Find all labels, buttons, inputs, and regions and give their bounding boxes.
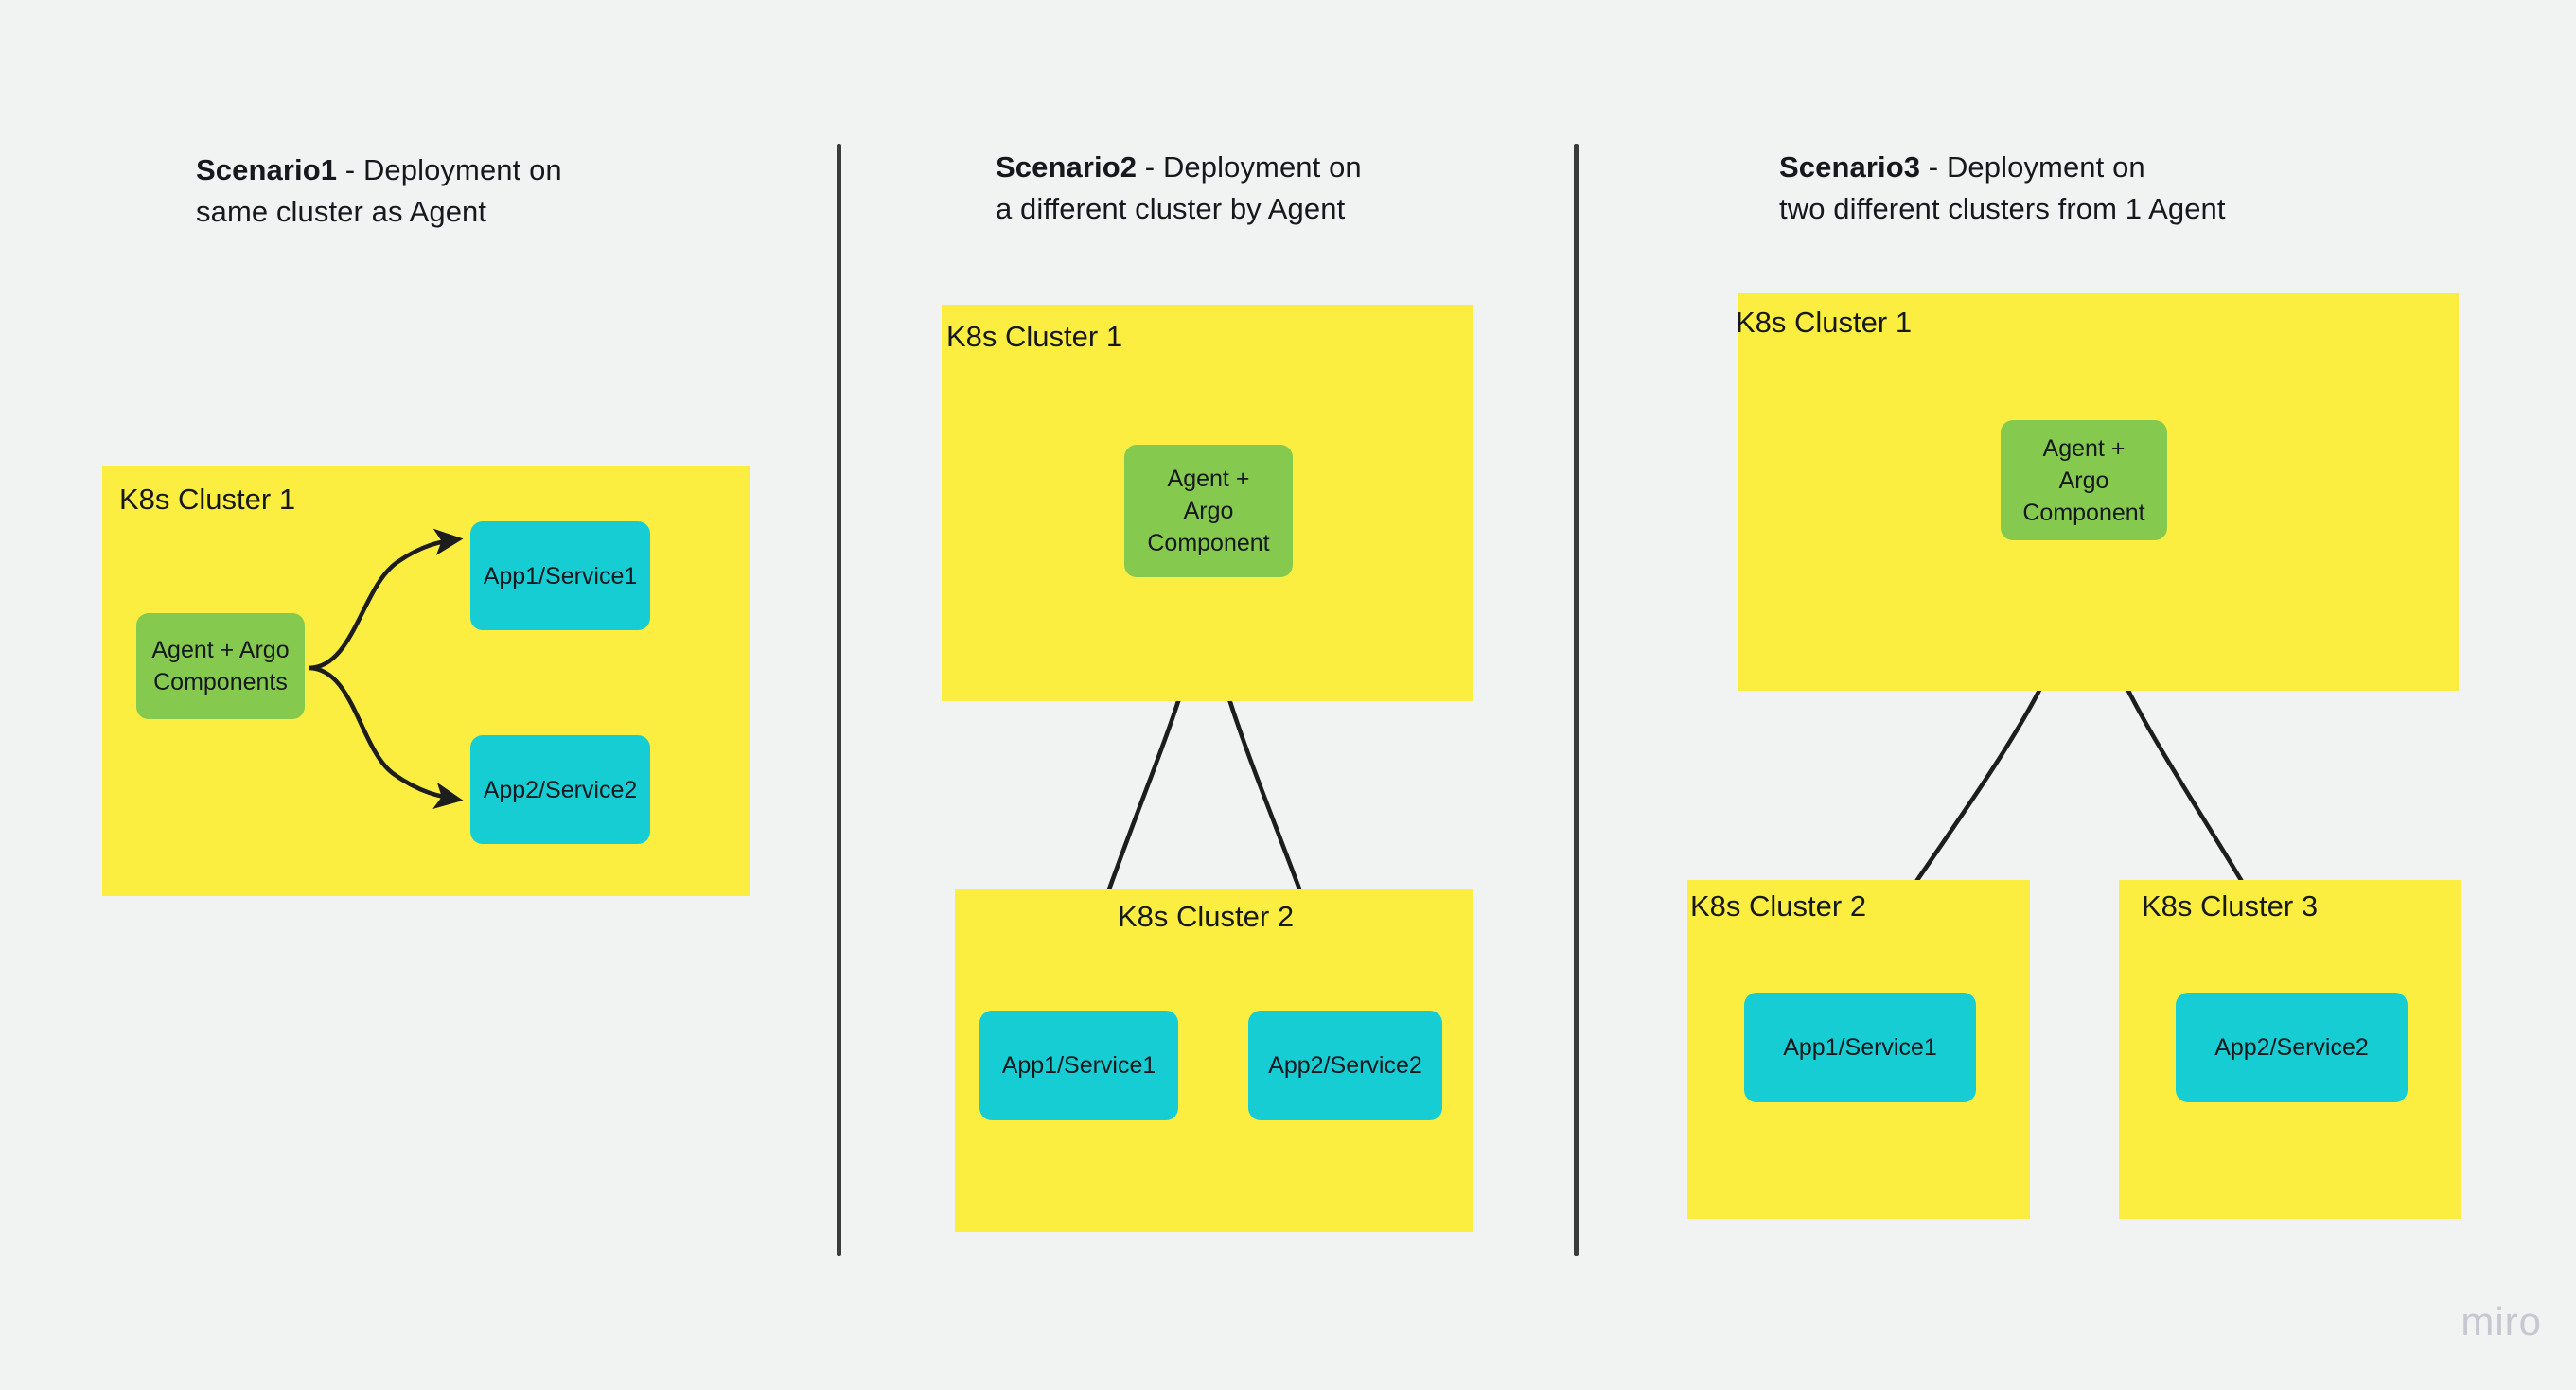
scenario3-agent-node[interactable]: Agent + Argo Component — [2001, 420, 2167, 540]
scenario1-subtitle: - Deployment on same cluster as Agent — [196, 153, 562, 229]
scenario3-cluster-2-label: K8s Cluster 2 — [1690, 889, 1867, 923]
scenario3-title: Scenario3 — [1779, 150, 1921, 184]
scenario3-app2-node[interactable]: App2/Service2 — [2176, 993, 2408, 1102]
scenario1-agent-node[interactable]: Agent + Argo Components — [136, 613, 305, 719]
scenario1-cluster-1-label: K8s Cluster 1 — [119, 483, 296, 516]
scenario3-app1-node[interactable]: App1/Service1 — [1744, 993, 1976, 1102]
scenario2-heading: Scenario2 - Deployment on a different cl… — [996, 147, 1488, 230]
scenario2-cluster-2-label: K8s Cluster 2 — [1118, 900, 1295, 933]
scenario2-title: Scenario2 — [996, 150, 1138, 184]
scenario2-app2-node[interactable]: App2/Service2 — [1248, 1011, 1442, 1120]
scenario2-cluster-1-label: K8s Cluster 1 — [946, 320, 1123, 353]
scenario1-app1-node[interactable]: App1/Service1 — [470, 521, 650, 630]
scenario3-heading: Scenario3 - Deployment on two different … — [1779, 147, 2366, 230]
miro-watermark: miro — [2461, 1299, 2542, 1344]
scenario1-title: Scenario1 — [196, 153, 338, 186]
scenario3-cluster-1-label: K8s Cluster 1 — [1736, 306, 1913, 339]
scenario1-heading: Scenario1 - Deployment on same cluster a… — [196, 150, 688, 233]
scenario2-app1-node[interactable]: App1/Service1 — [979, 1011, 1178, 1120]
scenario3-cluster-3-label: K8s Cluster 3 — [2142, 889, 2319, 923]
scenario3-subtitle: - Deployment on two different clusters f… — [1779, 150, 2226, 226]
panel-divider-1 — [837, 144, 841, 1256]
panel-divider-2 — [1574, 144, 1579, 1256]
scenario2-subtitle: - Deployment on a different cluster by A… — [996, 150, 1362, 226]
scenario1-app2-node[interactable]: App2/Service2 — [470, 735, 650, 844]
scenario2-agent-node[interactable]: Agent + Argo Component — [1124, 445, 1293, 577]
